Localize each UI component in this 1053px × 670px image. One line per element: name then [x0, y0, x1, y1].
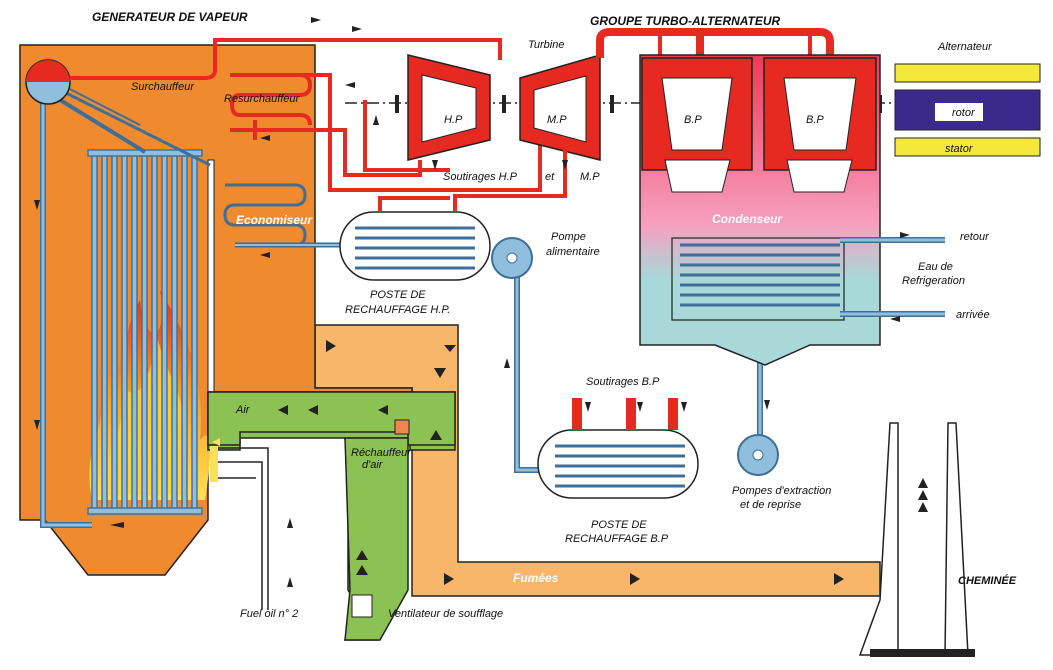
air-heater-label-2: d'air	[362, 459, 384, 471]
bp1-label: B.P	[684, 114, 702, 126]
hp-heater-label-1: POSTE DE	[370, 289, 426, 301]
economizer-label: Economiseur	[236, 213, 313, 227]
mp-turbine	[519, 54, 601, 161]
alternator	[894, 63, 1041, 157]
hp-heater-label-2: RECHAUFFAGE H.P.	[345, 304, 450, 316]
reheater-coil	[300, 73, 542, 192]
flue-gas-label: Fumées	[513, 571, 559, 585]
stator-label: stator	[945, 143, 974, 155]
turbo-group-title: GROUPE TURBO-ALTERNATEUR	[590, 14, 781, 28]
feed-pump-label-2: alimentaire	[546, 246, 600, 258]
extraction-pump	[737, 434, 779, 476]
chimney	[858, 422, 975, 657]
bp2-label: B.P	[806, 114, 824, 126]
air-duct	[207, 391, 456, 641]
reheater-label: Resurchauffeur	[224, 93, 301, 105]
steam-generator-title: GENERATEUR DE VAPEUR	[92, 10, 248, 24]
fan-icon	[351, 594, 373, 618]
extraction-et-label: et	[545, 171, 555, 183]
cooling-label-2: Refrigeration	[902, 275, 965, 287]
boiler	[19, 38, 542, 576]
water-wall-tubes	[87, 149, 203, 515]
bp-turbine-1	[641, 57, 753, 193]
extraction-mp-label: M.P	[580, 171, 600, 183]
condenser-label: Condenseur	[712, 212, 783, 226]
turbine-label: Turbine	[528, 39, 564, 51]
return-label: retour	[960, 231, 990, 243]
fuel-label: Fuel oil n° 2	[240, 608, 298, 620]
burners	[210, 438, 269, 610]
alternator-label: Alternateur	[937, 41, 993, 53]
superheater-label: Surchauffeur	[131, 81, 195, 93]
air-label: Air	[235, 404, 251, 416]
fan-label: Ventilateur de soufflage	[388, 608, 503, 620]
flue-arrow-2	[630, 573, 640, 585]
hp-label: H.P	[444, 114, 463, 126]
cooling-label-1: Eau de	[918, 261, 953, 273]
extraction-pumps-label-1: Pompes d'extraction	[732, 485, 831, 497]
feed-pump	[491, 237, 533, 279]
rotor-label: rotor	[952, 107, 976, 119]
steam-drum	[25, 59, 71, 105]
inlet-label: arrivée	[956, 309, 990, 321]
hp-heater	[339, 170, 567, 281]
flue-arrow-1	[444, 573, 454, 585]
extraction-bp-label: Soutirages B.P	[586, 376, 660, 388]
bp-turbine-2	[763, 57, 877, 193]
hp-turbine	[407, 54, 491, 161]
extraction-hp-label: Soutirages H.P	[443, 171, 518, 183]
lp-heater-label-2: RECHAUFFAGE B.P	[565, 533, 669, 545]
flue-arrow-3	[834, 573, 844, 585]
lp-heater-label-1: POSTE DE	[591, 519, 647, 531]
air-heater-label-1: Réchauffeur	[351, 447, 412, 459]
lp-heater	[537, 398, 699, 499]
mp-label: M.P	[547, 114, 567, 126]
extraction-pumps-label-2: et de reprise	[740, 499, 801, 511]
feed-pump-label-1: Pompe	[551, 231, 586, 243]
chimney-label: CHEMINÉE	[958, 574, 1017, 587]
economizer-coil	[223, 183, 307, 247]
